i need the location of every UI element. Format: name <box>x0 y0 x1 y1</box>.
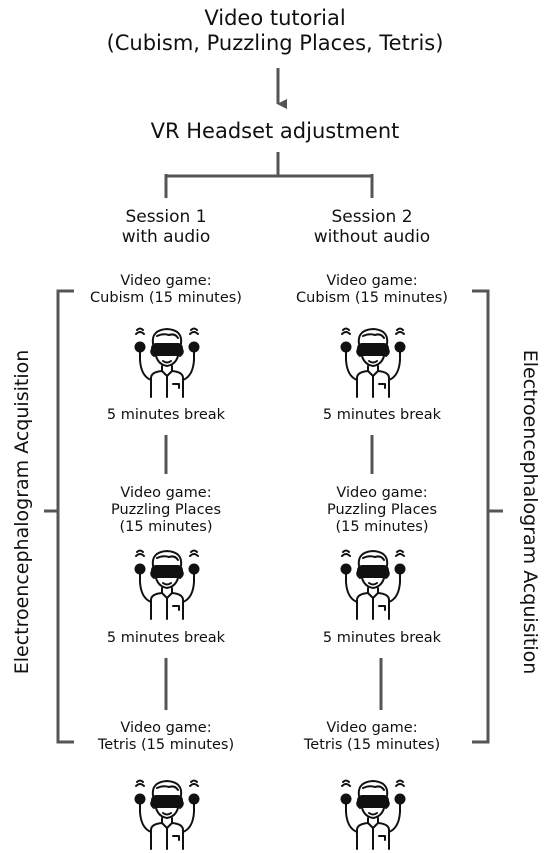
vr-player-icon <box>337 776 409 850</box>
s1-tetris-line2: Tetris (15 minutes) <box>97 737 235 754</box>
session-1-subtitle: with audio <box>121 227 211 248</box>
s1-puzzle-line2: Puzzling Places <box>110 502 222 519</box>
session-2-subtitle: without audio <box>313 227 431 248</box>
session-1-header: Session 1 with audio <box>76 207 256 247</box>
tutorial-title-line2: (Cubism, Puzzling Places, Tetris) <box>106 30 444 55</box>
tutorial-title-line1: Video tutorial <box>204 6 346 30</box>
vr-player-icon <box>337 546 409 620</box>
s1-cubism-label: Video game: Cubism (15 minutes) <box>76 273 256 307</box>
vr-player-icon <box>337 324 409 398</box>
s1-puzzle-line3: (15 minutes) <box>119 519 213 536</box>
s1-tetris-label: Video game: Tetris (15 minutes) <box>76 720 256 754</box>
s2-cubism-label: Video game: Cubism (15 minutes) <box>282 273 462 307</box>
s2-puzzle-line1: Video game: <box>336 485 428 501</box>
eeg-label-left: Electroencephalogram Acquisition <box>11 349 33 675</box>
s2-break-2: 5 minutes break <box>322 630 442 646</box>
vr-player-icon <box>131 324 203 398</box>
s1-cubism-line2: Cubism (15 minutes) <box>90 290 242 307</box>
s2-tetris-line1: Video game: <box>326 720 418 736</box>
session-2-header: Session 2 without audio <box>282 207 462 247</box>
s1-cubism-line1: Video game: <box>120 273 212 289</box>
s2-tetris-line2: Tetris (15 minutes) <box>303 737 441 754</box>
eeg-label-right: Electroencephalogram Acquisition <box>519 349 541 675</box>
s2-puzzle-line2: Puzzling Places <box>326 502 438 519</box>
right-bracket <box>472 289 490 744</box>
s2-tetris-label: Video game: Tetris (15 minutes) <box>282 720 462 754</box>
s2-break-1: 5 minutes break <box>322 407 442 423</box>
left-bracket <box>56 289 74 744</box>
s1-break-1: 5 minutes break <box>106 407 226 423</box>
s2-cubism-line1: Video game: <box>326 273 418 289</box>
s2-cubism-line2: Cubism (15 minutes) <box>296 290 448 307</box>
s2-puzzle-label: Video game: Puzzling Places (15 minutes) <box>292 485 472 536</box>
vr-player-icon <box>131 776 203 850</box>
session-2-title: Session 2 <box>331 207 413 227</box>
s1-tetris-line1: Video game: <box>120 720 212 736</box>
s1-puzzle-label: Video game: Puzzling Places (15 minutes) <box>76 485 256 536</box>
s1-break-2: 5 minutes break <box>106 630 226 646</box>
session-1-title: Session 1 <box>125 207 207 227</box>
vr-player-icon <box>131 546 203 620</box>
s2-puzzle-line3: (15 minutes) <box>335 519 429 536</box>
headset-adjustment: VR Headset adjustment <box>150 119 400 143</box>
s1-puzzle-line1: Video game: <box>120 485 212 501</box>
tutorial-title: Video tutorial (Cubism, Puzzling Places,… <box>0 6 550 56</box>
